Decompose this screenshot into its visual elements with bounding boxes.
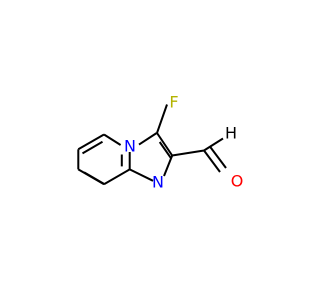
bond-cho-o-double (209, 146, 227, 169)
bond-c2-cho (172, 149, 205, 157)
bond-cho-h (203, 137, 224, 152)
bond-c9-c8a (103, 168, 131, 186)
bond-cho-o (203, 149, 221, 173)
bond-c3-c2 (156, 132, 174, 157)
bond-c5-c6 (103, 133, 122, 146)
atom-fluorine-label: F (169, 93, 178, 112)
atom-labels: F N N H O (124, 93, 243, 192)
bond-n4-c3 (138, 132, 158, 146)
bond-c6-c7-double (81, 140, 104, 155)
bond-c2-n1 (163, 155, 174, 177)
bond-c8-c9-double (83, 171, 105, 185)
bond-n1-c8a (129, 168, 154, 182)
atom-hydrogen-label: H (225, 124, 237, 143)
atom-nitrogen-ring-label: N (152, 173, 164, 192)
bond-c6-c7 (77, 133, 105, 151)
atom-oxygen-label: O (231, 172, 244, 191)
bond-group (77, 104, 227, 186)
bond-c3-c2-double (158, 141, 172, 159)
bond-c3-f (156, 104, 168, 134)
atom-nitrogen-bridgehead-label: N (124, 137, 136, 156)
molecule-structure: F N N H O (77, 93, 243, 192)
